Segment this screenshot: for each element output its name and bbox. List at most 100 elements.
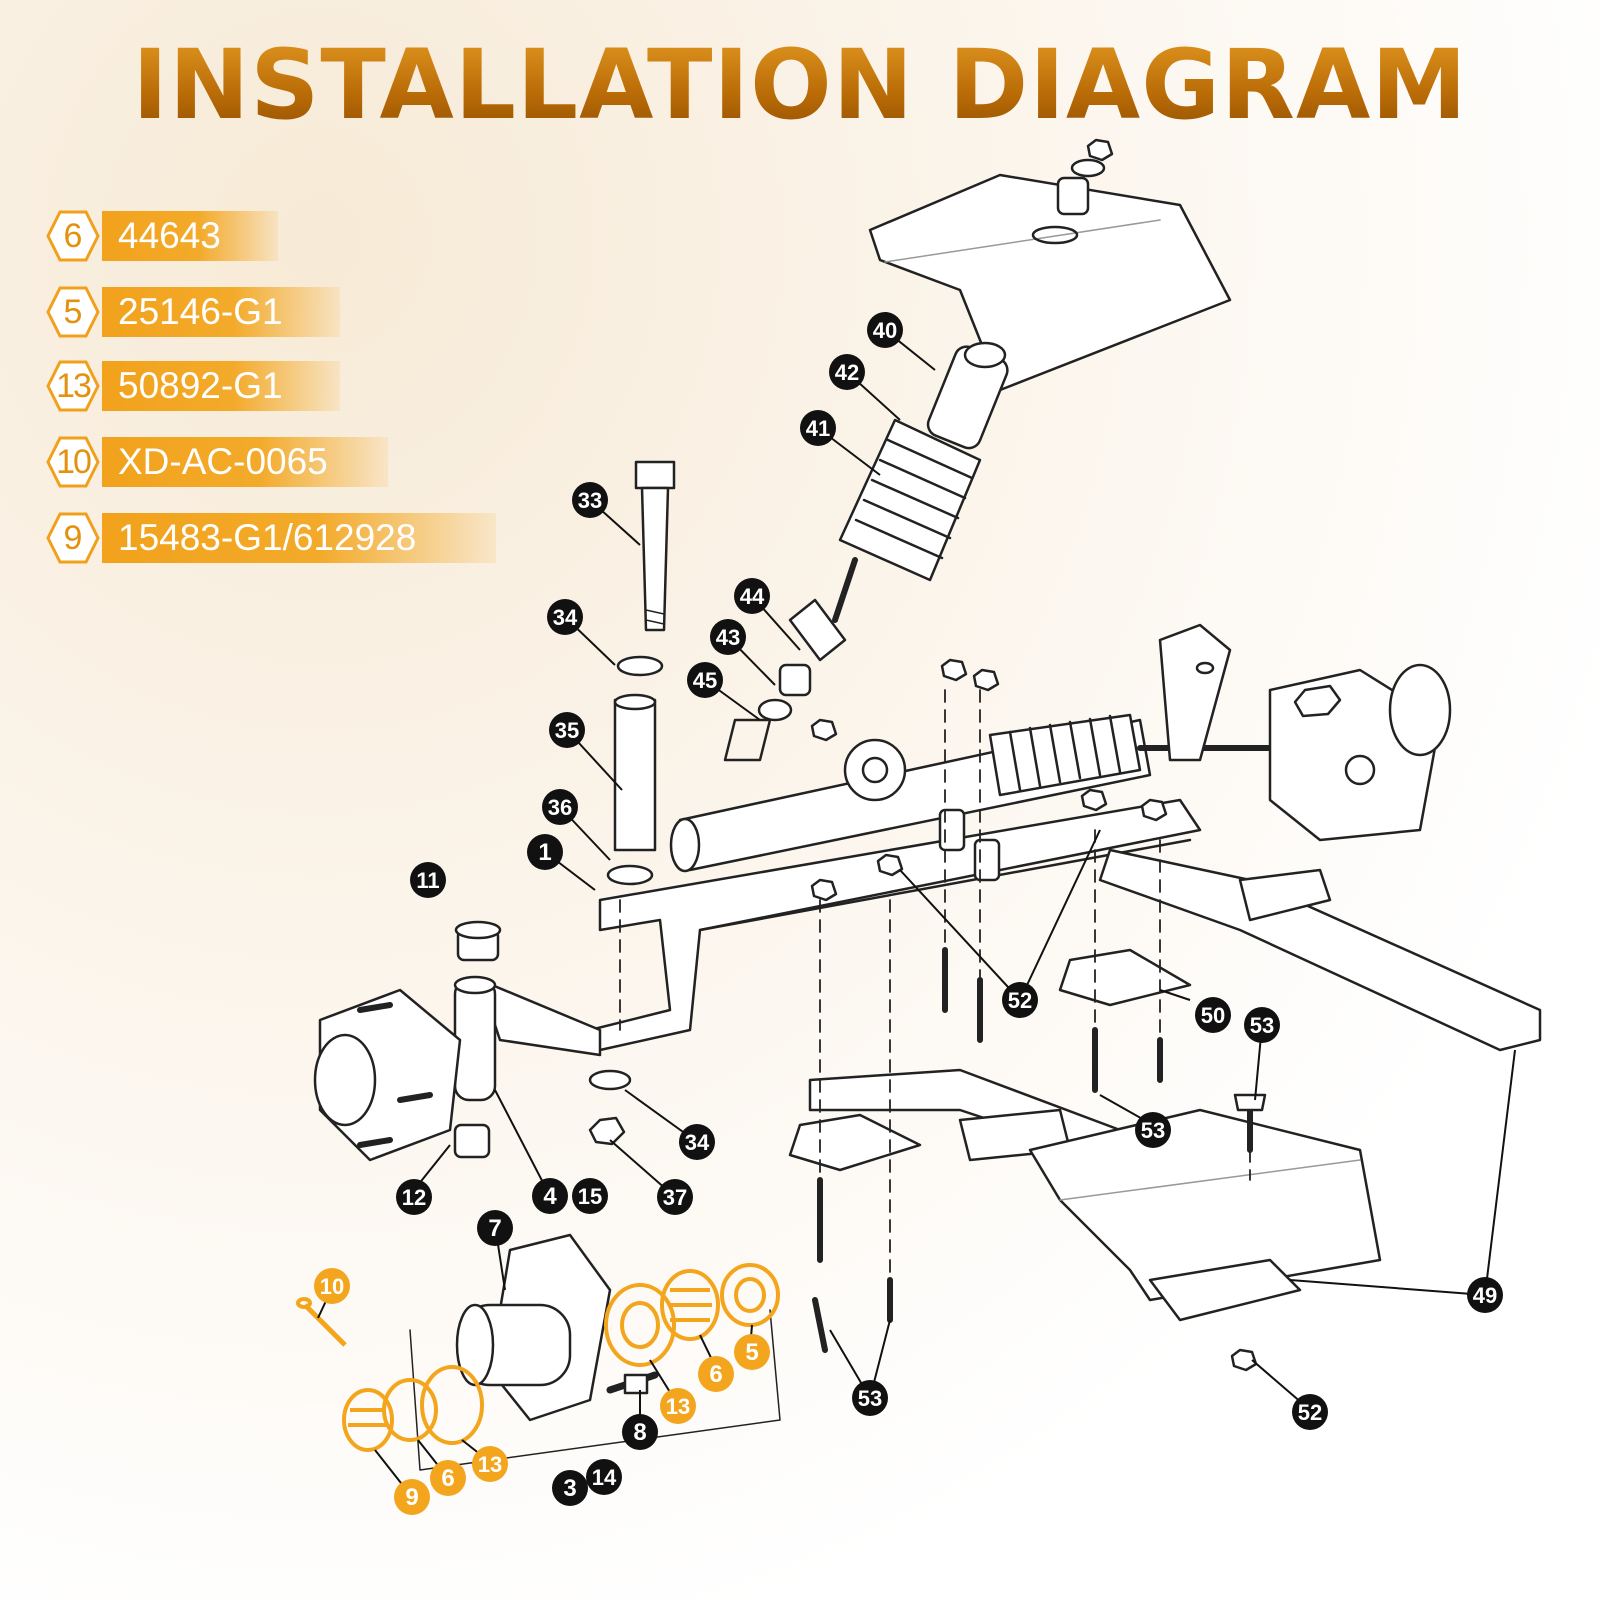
steering-arm	[478, 978, 602, 1057]
callout-marker	[829, 354, 865, 390]
callout-marker	[800, 410, 836, 446]
callout-33: 33	[572, 482, 608, 518]
callout-label: 52	[1298, 1400, 1322, 1425]
callout-marker	[586, 1459, 622, 1495]
callout-label: 36	[548, 795, 572, 820]
callout-label: 34	[553, 605, 578, 630]
callout-marker	[1244, 1007, 1280, 1043]
rack-boot	[988, 713, 1142, 797]
callout-label: 5	[745, 1339, 758, 1366]
callout-13: 13	[660, 1388, 696, 1424]
callout-marker	[547, 599, 583, 635]
callout-marker	[852, 1380, 888, 1416]
callout-marker	[1195, 997, 1231, 1033]
callout-41: 41	[800, 410, 836, 446]
callout-label: 45	[693, 668, 717, 693]
callout-1: 1	[527, 834, 563, 870]
callout-marker	[679, 1124, 715, 1160]
callout-marker	[549, 712, 585, 748]
callout-label: 35	[555, 718, 579, 743]
callout-label: 50	[1201, 1003, 1225, 1028]
spring-plate	[1058, 948, 1192, 1007]
bearing-cone-6	[660, 1269, 720, 1341]
callout-label: 4	[543, 1183, 557, 1210]
cotter-pin-10	[303, 1303, 347, 1347]
gear-housing	[843, 738, 907, 802]
callout-label: 9	[405, 1484, 418, 1511]
callout-label: 44	[740, 584, 765, 609]
callout-marker	[430, 1460, 466, 1496]
callout-36: 36	[542, 789, 578, 825]
callout-label: 6	[441, 1465, 454, 1492]
callout-43: 43	[710, 619, 746, 655]
bushing	[778, 663, 812, 697]
legend-part-number: XD-AC-0065	[102, 437, 388, 487]
callout-marker	[572, 1178, 608, 1214]
bearing-race-13	[420, 1365, 484, 1445]
callout-6: 6	[698, 1356, 734, 1392]
callout-6: 6	[430, 1460, 466, 1496]
steering-boot	[838, 418, 982, 582]
callout-marker	[410, 862, 446, 898]
washer	[757, 698, 793, 722]
legend-number: 13	[56, 367, 92, 405]
callout-marker	[622, 1414, 658, 1450]
callout-label: 41	[806, 416, 830, 441]
callout-label: 53	[858, 1386, 882, 1411]
legend-row: 10 XD-AC-0065	[46, 436, 388, 488]
callout-53: 53	[1244, 1007, 1280, 1043]
washer	[1070, 158, 1106, 178]
bushing	[453, 1123, 491, 1159]
callout-marker	[660, 1388, 696, 1424]
callout-11: 11	[410, 862, 446, 898]
callout-label: 53	[1250, 1013, 1274, 1038]
callout-marker	[1467, 1277, 1503, 1313]
castle-nut-9	[342, 1388, 394, 1452]
callout-42: 42	[829, 354, 865, 390]
callout-marker	[394, 1479, 430, 1515]
callout-marker	[734, 1334, 770, 1370]
callout-15: 15	[572, 1178, 608, 1214]
callout-label: 33	[578, 488, 602, 513]
callout-marker	[1135, 1112, 1171, 1148]
callout-3: 3	[552, 1470, 588, 1506]
body-panel	[868, 173, 1232, 392]
hex-nut	[1086, 138, 1114, 162]
callout-label: 13	[666, 1394, 690, 1419]
legend-number: 9	[63, 519, 83, 557]
legend-row: 6 44643	[46, 210, 278, 262]
callout-marker	[867, 312, 903, 348]
mount-hole	[1031, 225, 1079, 245]
hexagon-icon: 5	[46, 286, 100, 338]
callout-label: 7	[488, 1215, 501, 1242]
callout-marker	[552, 1470, 588, 1506]
legend-part-number: 15483-G1/612928	[102, 513, 496, 563]
page-title: INSTALLATION DIAGRAM	[0, 30, 1600, 140]
callout-marker	[1292, 1394, 1328, 1430]
callout-4: 4	[532, 1178, 568, 1214]
callout-marker	[698, 1356, 734, 1392]
callout-marker	[314, 1268, 350, 1304]
bolt-shank	[640, 486, 670, 632]
callout-52: 52	[1002, 982, 1038, 1018]
steering-shaft	[832, 557, 858, 623]
callout-label: 34	[685, 1130, 710, 1155]
callout-marker	[1002, 982, 1038, 1018]
bearing-race-13	[604, 1283, 676, 1367]
callout-label: 12	[402, 1185, 426, 1210]
legend-row: 5 25146-G1	[46, 286, 340, 338]
highlighted-parts	[296, 1263, 780, 1452]
callout-label: 11	[416, 868, 439, 893]
callout-label: 40	[873, 318, 897, 343]
callout-7: 7	[477, 1210, 513, 1246]
spring-plate	[788, 1113, 922, 1172]
callout-40: 40	[867, 312, 903, 348]
callout-8: 8	[622, 1414, 658, 1450]
hexagon-icon: 13	[46, 360, 100, 412]
callout-10: 10	[314, 1268, 350, 1304]
callout-44: 44	[734, 578, 770, 614]
callout-marker	[396, 1179, 432, 1215]
callout-52: 52	[1292, 1394, 1328, 1430]
